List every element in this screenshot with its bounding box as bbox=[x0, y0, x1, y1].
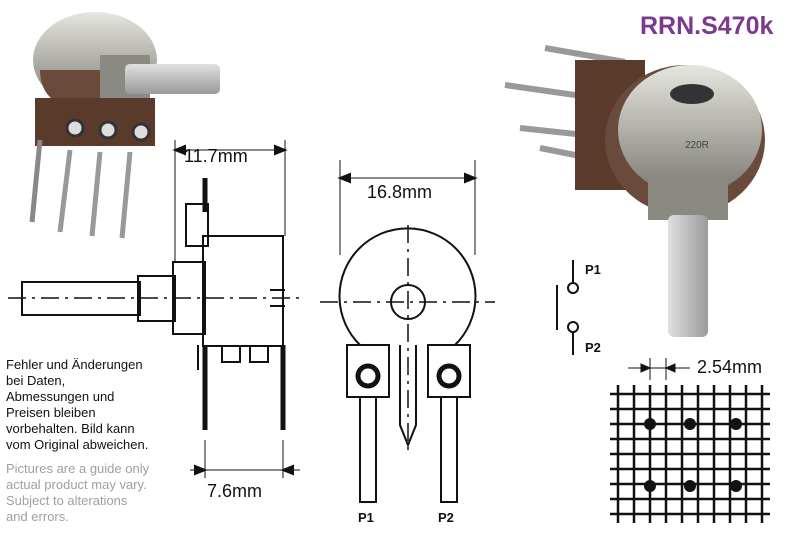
note-line: Abmessungen und bbox=[6, 389, 115, 404]
dimension-pin-spacing: 7.6mm bbox=[207, 481, 262, 501]
product-photo-front bbox=[29, 12, 220, 239]
dimension-diameter: 16.8mm bbox=[367, 182, 432, 202]
product-code-title: RRN.S470k bbox=[640, 12, 774, 40]
schematic-symbol bbox=[556, 260, 579, 355]
note-line: bei Daten, bbox=[6, 373, 66, 388]
note-line: Fehler und Änderungen bbox=[6, 357, 143, 372]
pin-label-p2: P2 bbox=[438, 510, 454, 525]
pcb-pads bbox=[644, 418, 742, 492]
note-line: Pictures are a guide only bbox=[6, 461, 150, 476]
side-view-drawing bbox=[8, 140, 300, 478]
dimension-grid-pitch: 2.54mm bbox=[697, 357, 762, 377]
schematic-label-p2: P2 bbox=[585, 340, 601, 355]
disclaimer-english: Pictures are a guide only actual product… bbox=[6, 461, 176, 525]
front-view-drawing bbox=[320, 160, 495, 503]
schematic-label-p1: P1 bbox=[585, 262, 601, 277]
note-line: vom Original abweichen. bbox=[6, 437, 149, 452]
note-line: vorbehalten. Bild kann bbox=[6, 421, 135, 436]
note-line: Subject to alterations bbox=[6, 493, 128, 508]
note-line: Preisen bleiben bbox=[6, 405, 96, 420]
note-line: and errors. bbox=[6, 509, 69, 524]
pin-label-p1: P1 bbox=[358, 510, 374, 525]
dimension-width-top: 11.7mm bbox=[184, 146, 248, 166]
pcb-grid bbox=[610, 385, 770, 523]
disclaimer-german: Fehler und Änderungen bei Daten, Abmessu… bbox=[6, 357, 176, 453]
grid-pitch-dimension bbox=[628, 358, 690, 380]
product-photo-side: 220R bbox=[504, 45, 765, 337]
note-line: actual product may vary. bbox=[6, 477, 147, 492]
body-marking: 220R bbox=[685, 140, 709, 151]
